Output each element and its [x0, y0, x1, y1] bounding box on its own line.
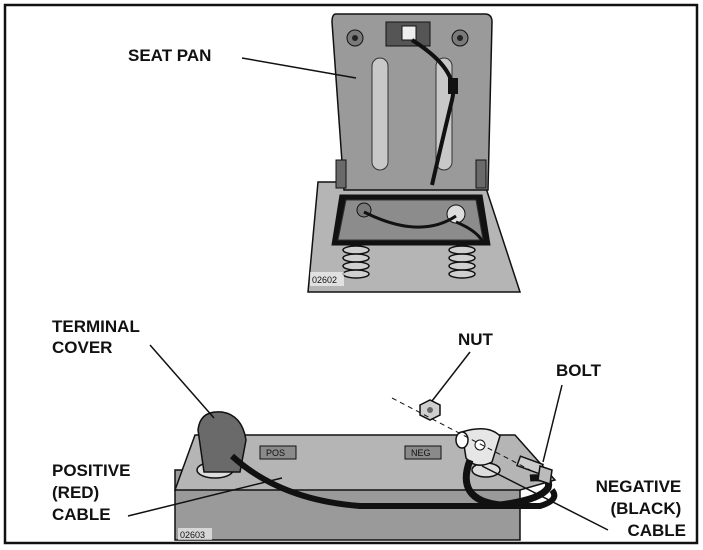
terminal-pos-tag: POS: [266, 448, 285, 458]
battery-figure-code: 02603: [180, 530, 205, 540]
bolt: [516, 455, 553, 485]
label-bolt: BOLT: [556, 361, 602, 380]
label-seat-pan: SEAT PAN: [128, 46, 211, 65]
leader-positive-cable: [127, 477, 283, 517]
spring-left: [342, 245, 370, 279]
label-positive-cable: POSITIVE (RED) CABLE: [52, 461, 135, 524]
leader-bolt: [542, 384, 563, 463]
leader-negative-cable: [481, 465, 609, 531]
battery-illustration: POS NEG 02603: [173, 397, 558, 541]
positive-cable: [229, 453, 558, 509]
leader-seat-pan: [241, 57, 357, 79]
seat-figure-code: 02602: [312, 275, 337, 285]
terminal-neg-tag: NEG: [411, 448, 431, 458]
leader-terminal-cover: [149, 344, 215, 419]
label-negative-cable: NEGATIVE (BLACK) CABLE: [596, 477, 686, 540]
seat-pan-illustration: 02602: [307, 13, 522, 293]
spring-right: [448, 245, 476, 279]
label-terminal-cover: TERMINAL COVER: [52, 317, 144, 357]
label-nut: NUT: [458, 330, 494, 349]
leader-nut: [431, 351, 471, 402]
